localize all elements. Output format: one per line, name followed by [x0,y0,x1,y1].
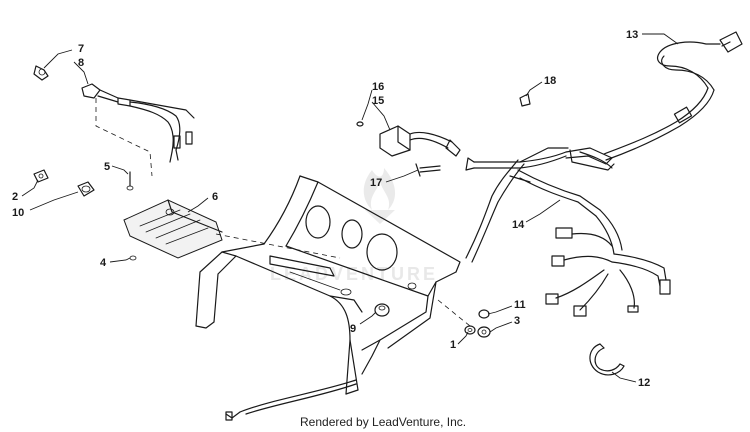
dash-console [195,175,461,395]
callout-14: 14 [512,219,525,231]
callout-7: 7 [78,43,84,55]
screw-part-16 [356,121,364,127]
callout-10: 10 [12,207,24,219]
fastener-guide-line [437,299,471,327]
knob-part-9 [374,303,390,317]
callout-1: 1 [450,339,456,351]
retaining-ring-part-12 [589,343,625,376]
cable-assembly [33,65,195,163]
assembly-guide-line [95,98,153,177]
leader-lines [21,33,679,383]
callout-2: 2 [12,191,18,203]
bracket-guide-line [215,233,341,259]
wire-harness-part-14 [465,147,671,317]
callout-3: 3 [514,315,520,327]
grommet-part-10 [77,181,95,197]
switch-part-15 [379,125,461,157]
callout-16: 16 [372,81,384,93]
callout-18: 18 [544,75,556,87]
bracket-plate-part-6 [123,199,223,259]
render-credit: Rendered by LeadVenture, Inc. [300,415,466,429]
washer-part-1 [464,325,476,335]
fastener-part-11 [478,309,490,319]
watermark-text: LEADVENTURE [270,264,438,284]
nut-part-3 [477,326,491,338]
callout-17: 17 [370,177,382,189]
watermark-logo: LEADVENTURE [270,168,438,284]
callout-6: 6 [212,191,218,203]
callout-11: 11 [514,299,526,311]
callout-labels: 7 8 5 2 10 6 4 16 15 17 18 13 14 11 3 1 … [12,29,650,389]
callout-12: 12 [638,377,650,389]
callout-4: 4 [100,257,107,269]
lower-wire-lead [225,379,357,421]
clip-part-18 [519,93,531,107]
washer-part-4 [129,255,137,261]
callout-15: 15 [372,95,384,107]
harness-lead-part-13 [569,31,743,171]
bolt-part-2 [33,169,49,183]
callout-5: 5 [104,161,110,173]
callout-13: 13 [626,29,638,41]
screw-part-17 [415,163,441,177]
callout-8: 8 [78,57,84,69]
screw-part-5 [126,171,134,191]
callout-9: 9 [350,323,356,335]
